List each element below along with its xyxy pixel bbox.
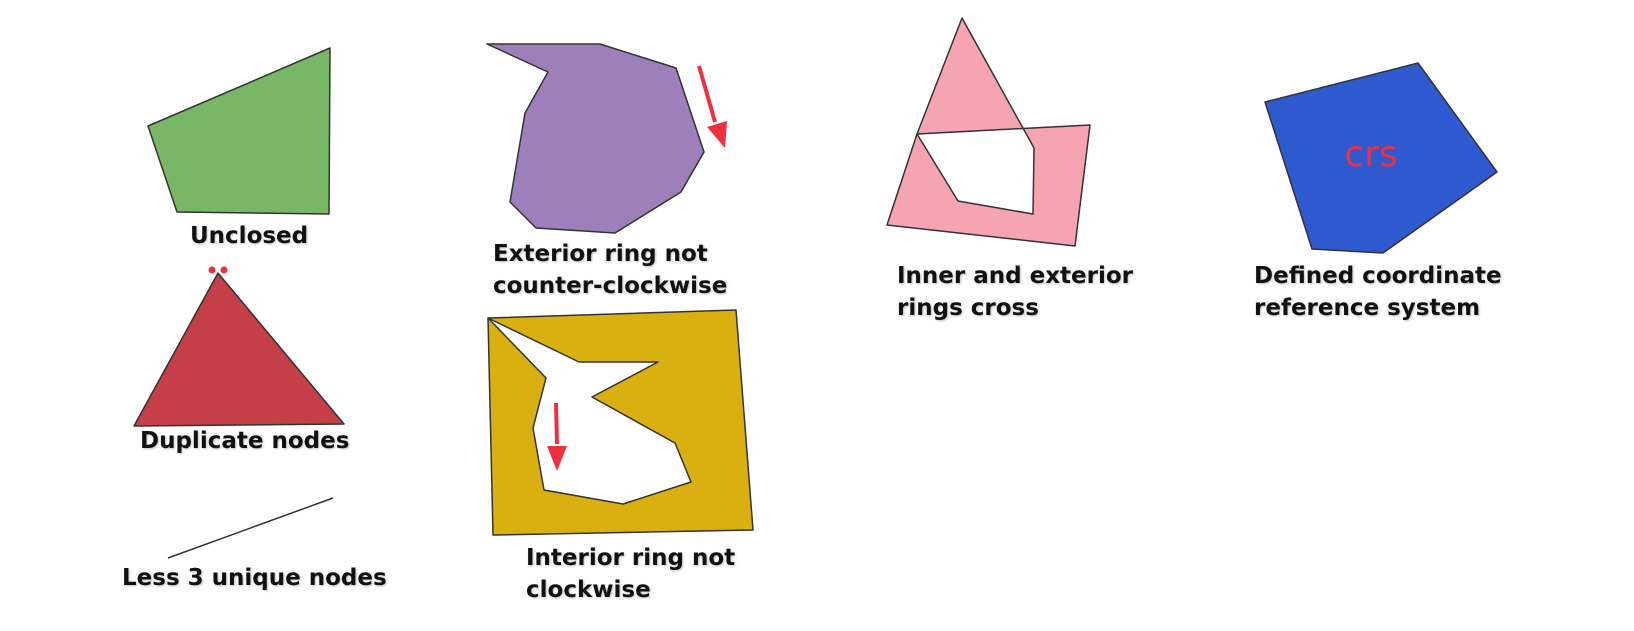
label-duplicate-nodes: Duplicate nodes xyxy=(140,425,349,457)
label-crs-line1: Defined coordinate xyxy=(1254,263,1502,289)
exterior-ring-gold xyxy=(487,309,754,536)
label-exterior-ring: Exterior ring not counter-clockwise xyxy=(493,238,727,302)
exterior-ring-pink xyxy=(886,17,1091,247)
duplicate-nodes-triangle xyxy=(133,272,345,427)
label-exterior-ring-line1: Exterior ring not xyxy=(493,241,708,267)
label-inner-exterior-line1: Inner and exterior xyxy=(897,263,1134,289)
label-inner-exterior-line2: rings cross xyxy=(897,295,1039,321)
arrow-down-icon xyxy=(697,65,727,148)
duplicate-node-marker xyxy=(220,266,228,274)
label-crs: Defined coordinate reference system xyxy=(1254,260,1502,324)
label-less-nodes-line1: Less 3 unique nodes xyxy=(122,565,387,591)
degenerate-line xyxy=(167,497,334,559)
crs-text: crs xyxy=(1344,134,1397,175)
exterior-ring-polygon xyxy=(486,43,705,234)
label-unclosed-line1: Unclosed xyxy=(190,223,309,249)
label-interior-ring-line1: Interior ring not xyxy=(526,545,736,571)
label-inner-exterior: Inner and exterior rings cross xyxy=(897,260,1133,324)
label-interior-ring-line2: clockwise xyxy=(526,577,651,603)
label-duplicate-nodes-line1: Duplicate nodes xyxy=(140,428,350,454)
unclosed-polygon xyxy=(147,47,331,215)
duplicate-node-marker xyxy=(208,266,216,274)
label-unclosed: Unclosed xyxy=(190,220,308,252)
crs-polygon xyxy=(1264,62,1498,254)
label-interior-ring: Interior ring not clockwise xyxy=(526,542,735,606)
label-less-nodes: Less 3 unique nodes xyxy=(122,562,387,594)
label-exterior-ring-line2: counter-clockwise xyxy=(493,273,728,299)
label-crs-line2: reference system xyxy=(1254,295,1481,321)
arrow-down-icon xyxy=(547,402,567,471)
